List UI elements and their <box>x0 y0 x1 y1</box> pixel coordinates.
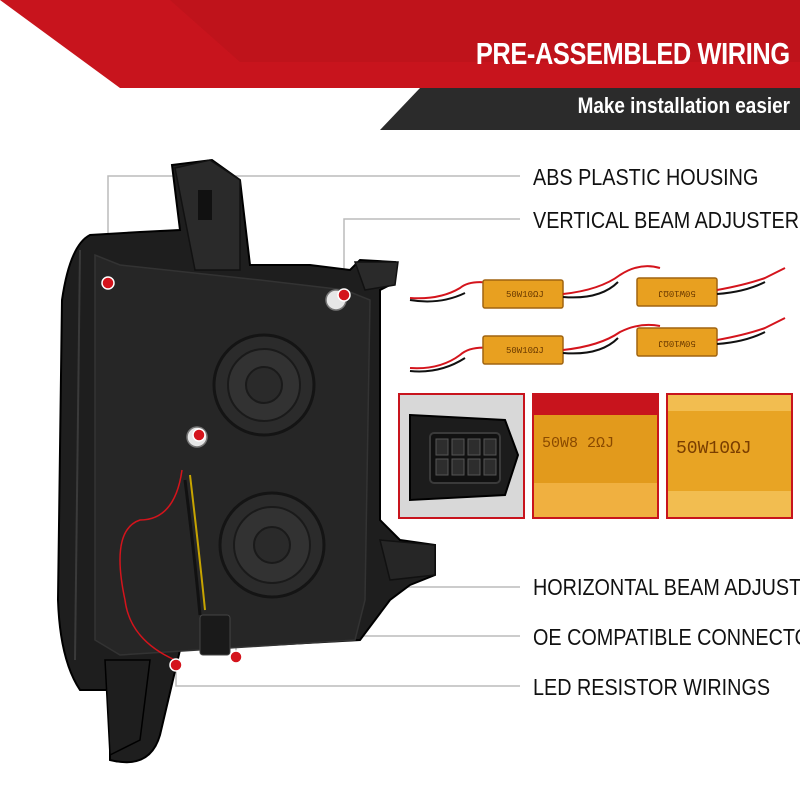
oe-connector <box>199 614 231 656</box>
housing-edge <box>74 249 81 661</box>
marker-housing <box>101 276 115 290</box>
resistor-detail-1-fin <box>534 483 657 517</box>
resistor4-label: 50W10ΩJ <box>658 338 696 348</box>
callout-horizontal-adjuster: HORIZONTAL BEAM ADJUSTER <box>533 574 800 600</box>
marker-vertical-adjuster <box>337 288 351 302</box>
connector-detail-panel <box>398 393 525 519</box>
resistor1-label: 50W10ΩJ <box>506 290 544 300</box>
bracket-slot <box>198 190 212 220</box>
header-banner: PRE-ASSEMBLED WIRING <box>0 0 800 130</box>
resistor-detail-panel-2: 50W10ΩJ <box>666 393 793 519</box>
lower-lamp-center <box>253 526 291 564</box>
resistor-detail-1-label: 50W8 2ΩJ <box>542 435 615 452</box>
connector-pins <box>435 438 497 476</box>
black-wire <box>183 479 202 616</box>
connector-detail <box>400 395 523 517</box>
housing-inner <box>94 253 371 656</box>
callout-housing: ABS PLASTIC HOUSING <box>533 164 759 190</box>
callout-connector: OE COMPATIBLE CONNECTOR <box>533 624 800 650</box>
resistor1-wire-red <box>409 281 491 300</box>
yellow-wire <box>189 474 206 611</box>
housing <box>56 158 436 764</box>
banner-shapes <box>0 0 800 130</box>
resistor-detail-2 <box>668 395 791 517</box>
resistor3-wire-red <box>409 346 491 370</box>
resistor-detail-2-label: 50W10ΩJ <box>676 439 752 459</box>
red-wire <box>119 469 183 661</box>
resistor-detail-1 <box>534 395 657 517</box>
resistor1-out-black <box>562 281 619 299</box>
resistor-detail-panel-1: 50W8 2ΩJ <box>532 393 659 519</box>
resistor2-wire-red <box>716 267 786 291</box>
resistor-detail-1-wire <box>534 395 657 415</box>
resistor4-body <box>636 327 718 357</box>
upper-lamp-center <box>245 366 283 404</box>
resistor3-out-black <box>562 337 619 355</box>
resistor1-out-red <box>562 265 661 295</box>
upper-right-tab <box>353 261 399 291</box>
resistor3-label: 50W10ΩJ <box>506 346 544 356</box>
banner-shade <box>170 0 800 62</box>
resistor2-body <box>636 277 718 307</box>
red-banner-shape <box>0 0 800 88</box>
marker-connector <box>229 650 243 664</box>
resistor-detail-2-top <box>668 395 791 411</box>
resistor2-label: 50W10ΩJ <box>658 288 696 298</box>
resistor2-wire-black <box>716 281 766 295</box>
resistor3-wire-black <box>409 357 466 373</box>
bottom-tab <box>104 659 151 757</box>
markers <box>101 276 351 672</box>
marker-horizontal-adjuster <box>192 428 206 442</box>
banner-subtitle: Make installation easier <box>577 93 790 118</box>
marker-resistor <box>169 658 183 672</box>
side-bracket <box>379 539 436 581</box>
resistor1-wire-black <box>409 292 466 303</box>
callout-resistor: LED RESISTOR WIRINGS <box>533 674 771 700</box>
resistor4-wire-red <box>716 317 786 341</box>
resistor-sets <box>409 265 786 373</box>
resistor-detail-2-fin <box>668 491 791 517</box>
leader-line-resistor <box>175 665 520 687</box>
resistor3-out-red <box>562 323 661 351</box>
resistor4-wire-black <box>716 331 766 345</box>
banner-title: PRE-ASSEMBLED WIRING <box>476 36 790 71</box>
callout-vertical-adjuster: VERTICAL BEAM ADJUSTER <box>533 207 800 233</box>
dark-banner-shape <box>380 88 800 130</box>
